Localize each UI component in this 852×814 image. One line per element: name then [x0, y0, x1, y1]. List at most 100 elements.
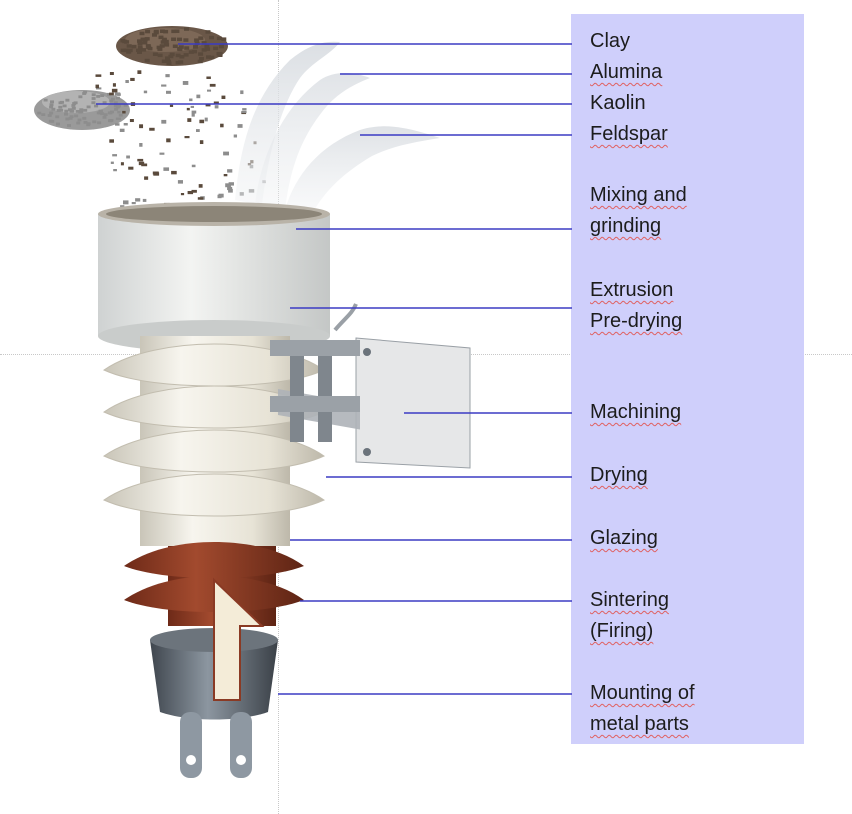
falling-granule	[95, 74, 102, 77]
granule	[120, 48, 126, 53]
granule	[221, 37, 227, 41]
falling-granule	[207, 89, 212, 92]
granule	[166, 61, 172, 65]
falling-granule	[223, 174, 228, 177]
granule	[120, 39, 126, 43]
cutaway-arrow	[213, 577, 265, 701]
granule	[69, 115, 74, 118]
step-label-feldspar: Feldspar	[590, 123, 668, 145]
falling-granule	[137, 70, 142, 74]
granule	[96, 95, 101, 98]
falling-granule	[120, 162, 124, 166]
granule	[179, 55, 185, 59]
falling-granule	[138, 161, 145, 166]
porcelain-shed	[102, 429, 326, 473]
granule	[166, 59, 171, 64]
step-label-alumina: Alumina	[590, 61, 663, 83]
falling-granule	[237, 124, 243, 128]
granule	[100, 94, 105, 97]
granule	[199, 57, 204, 61]
granule	[56, 109, 61, 112]
falling-granule	[171, 170, 177, 175]
granule	[76, 121, 81, 125]
falling-granule	[191, 110, 197, 114]
falling-granule	[130, 77, 135, 81]
granule	[163, 29, 169, 34]
falling-granule	[220, 123, 224, 128]
falling-granule	[139, 124, 144, 129]
granule	[209, 35, 214, 40]
granule	[152, 33, 157, 37]
granule	[168, 54, 174, 59]
granule	[91, 101, 96, 105]
falling-granule	[142, 198, 147, 202]
granule	[175, 53, 181, 58]
granule	[205, 30, 211, 34]
step-label-glazing: Glazing	[590, 527, 658, 549]
granule	[205, 47, 211, 51]
granule	[64, 109, 69, 113]
granule	[204, 44, 210, 48]
falling-granule	[128, 166, 134, 170]
granule	[64, 112, 68, 116]
granule	[41, 113, 46, 116]
granule	[67, 124, 71, 127]
granule	[183, 53, 189, 57]
granule	[216, 36, 222, 41]
falling-granule	[161, 84, 167, 87]
granule	[68, 117, 73, 120]
granule	[50, 100, 54, 104]
granule	[55, 115, 60, 119]
granule	[171, 37, 177, 41]
falling-granule	[240, 90, 244, 95]
falling-granule	[161, 119, 167, 124]
falling-granule	[242, 108, 247, 111]
granule	[65, 117, 70, 121]
falling-granule	[204, 117, 208, 122]
granule	[126, 44, 132, 48]
granule	[107, 111, 112, 115]
falling-granule	[205, 103, 211, 107]
granule	[127, 48, 133, 53]
granule	[83, 108, 88, 112]
falling-granule	[112, 154, 118, 157]
granule	[157, 47, 163, 51]
falling-granule	[95, 84, 100, 89]
falling-granule	[196, 94, 201, 99]
falling-granule	[233, 134, 238, 138]
falling-granule	[199, 119, 205, 124]
falling-granule	[221, 95, 226, 100]
falling-granule	[228, 182, 234, 186]
granule	[50, 120, 55, 123]
falling-granule	[186, 107, 190, 111]
falling-granule	[191, 164, 196, 168]
granule	[216, 51, 222, 56]
falling-granule	[218, 193, 224, 198]
falling-granule	[98, 109, 103, 114]
granule	[113, 104, 118, 108]
granule	[83, 121, 88, 124]
granule	[60, 100, 64, 104]
falling-granule	[139, 143, 143, 147]
step-label-kaolin: Kaolin	[590, 92, 646, 114]
falling-granule	[187, 191, 194, 195]
falling-granule	[227, 186, 233, 191]
granule	[172, 44, 178, 48]
granule	[123, 48, 129, 53]
granule	[163, 39, 169, 44]
clay-granules	[116, 26, 228, 66]
falling-granule	[196, 129, 200, 132]
granule	[174, 29, 180, 33]
label-panel	[571, 14, 804, 744]
granule	[142, 41, 148, 45]
falling-granule	[122, 110, 126, 114]
granule	[139, 31, 145, 36]
granule	[110, 97, 115, 101]
falling-granule	[214, 105, 219, 109]
granule	[118, 113, 123, 117]
falling-granule	[144, 176, 149, 180]
granule	[97, 121, 102, 125]
falling-granule	[135, 198, 141, 202]
falling-granule	[129, 119, 134, 123]
